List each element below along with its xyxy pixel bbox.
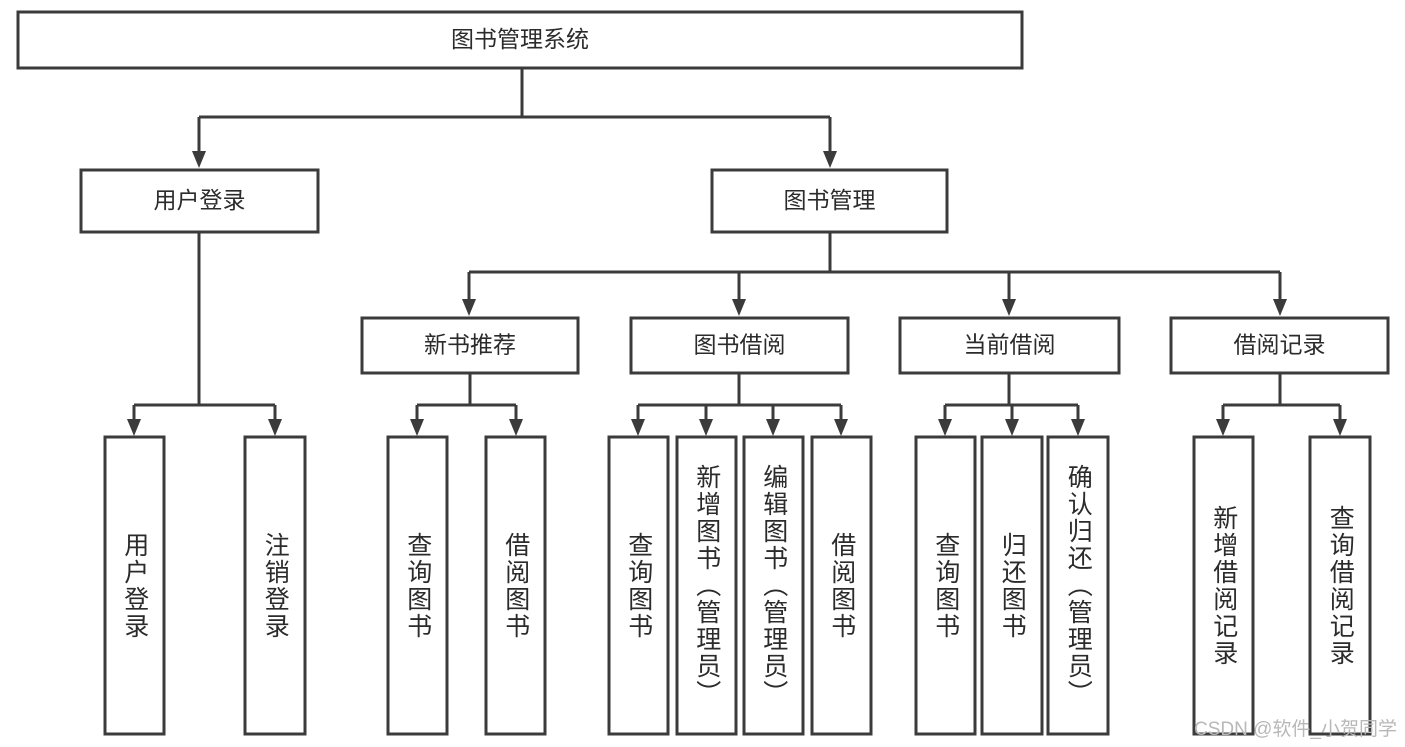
arrow-leaf-4-icon bbox=[509, 419, 523, 436]
watermark: CSDN @软件_小贺同学 bbox=[1194, 719, 1397, 740]
arrow-leaf-10-icon bbox=[1005, 419, 1019, 436]
arrow-to-user-login-icon bbox=[192, 151, 206, 168]
leaf-7-node-e7bc96e8be91e59bbee4b9a6efbc88e7aea1e79086e59198efbc89[interactable] bbox=[742, 435, 805, 736]
arrow-leaf-1-icon bbox=[127, 419, 141, 436]
leaf-11-node-e7a1aee8aea4e5bd92e8bf98efbc88e7aea1e79086e59198efbc89[interactable] bbox=[1046, 435, 1110, 736]
level3-node-e5809fe99885e8aeb0e5bd95-label: 借阅记录 bbox=[1234, 332, 1326, 358]
leaf-1-node-e794a8e688b7e799bbe5bd95[interactable] bbox=[103, 435, 166, 736]
leaf-13-node-e69fa5e8afa2e5809fe99885e8aeb0e5bd95[interactable] bbox=[1308, 435, 1372, 736]
leaf-8-node-e5809fe99885e59bbee4b9a6[interactable] bbox=[810, 435, 873, 736]
level3-node-e696b0e4b9a6e68ea8e88d90[interactable] bbox=[360, 316, 580, 375]
level3-node-e5bd93e5898de5809fe99885-label: 当前借阅 bbox=[964, 332, 1056, 358]
arrow-to-new-book-icon bbox=[462, 299, 476, 316]
leaf-5-node-e69fa5e8afa2e59bbee4b9a6[interactable] bbox=[607, 435, 670, 736]
arrow-leaf-7-icon bbox=[766, 419, 780, 436]
arrow-to-current-icon bbox=[1002, 299, 1016, 316]
arrow-leaf-8-icon bbox=[834, 419, 848, 436]
level3-node-e696b0e4b9a6e68ea8e88d90-label: 新书推荐 bbox=[424, 332, 516, 358]
leaf-4-node-e5809fe99885e59bbee4b9a6[interactable] bbox=[484, 435, 547, 736]
level3-node-e5bd93e5898de5809fe99885[interactable] bbox=[898, 316, 1121, 375]
leaf-12-node-e696b0e5a29ee5809fe99885e8aeb0e5bd95[interactable] bbox=[1192, 435, 1255, 736]
arrow-to-record-icon bbox=[1273, 299, 1287, 316]
level2-node-e794a8e688b7e799bbe5bd95[interactable] bbox=[79, 168, 320, 234]
arrow-leaf-2-icon bbox=[268, 419, 282, 436]
level2-node-e59bbee4b9a6e7aea1e79086-label: 图书管理 bbox=[784, 187, 876, 213]
node-e59bbee4b9a6e7aea1e79086e7b3bbe7bb9f-root[interactable] bbox=[16, 10, 1024, 70]
arrow-leaf-6-icon bbox=[699, 419, 713, 436]
arrow-leaf-13-icon bbox=[1333, 419, 1347, 436]
leaf-10-node-e5bd92e8bf98e59bbee4b9a6[interactable] bbox=[980, 435, 1044, 736]
arrow-leaf-3-icon bbox=[410, 419, 424, 436]
leaf-2-node-e6b3a8e99480e799bbe5bd95[interactable] bbox=[243, 435, 307, 736]
node-e59bbee4b9a6e7aea1e79086e7b3bbe7bb9f-root-label: 图书管理系统 bbox=[451, 26, 589, 52]
arrow-leaf-5-icon bbox=[631, 419, 645, 436]
leaf-6-node-e696b0e5a29ee59bbee4b9a6efbc88e7aea1e79086e59198efbc89[interactable] bbox=[675, 435, 738, 736]
arrow-leaf-11-icon bbox=[1071, 419, 1085, 436]
leaf-9-node-e69fa5e8afa2e59bbee4b9a6[interactable] bbox=[914, 435, 977, 736]
arrow-leaf-9-icon bbox=[938, 419, 952, 436]
level3-node-e59bbee4b9a6e5809fe99885-label: 图书借阅 bbox=[694, 332, 786, 358]
level2-node-e794a8e688b7e799bbe5bd95-label: 用户登录 bbox=[154, 187, 246, 213]
arrowhead-layer bbox=[127, 151, 1347, 436]
node-box-layer bbox=[16, 10, 1390, 736]
level2-node-e59bbee4b9a6e7aea1e79086[interactable] bbox=[710, 168, 949, 234]
arrow-to-book-manage-icon bbox=[823, 151, 837, 168]
level3-node-e5809fe99885e8aeb0e5bd95[interactable] bbox=[1169, 316, 1390, 375]
leaf-3-node-e69fa5e8afa2e59bbee4b9a6[interactable] bbox=[386, 435, 449, 736]
arrow-leaf-12-icon bbox=[1216, 419, 1230, 436]
level3-node-e59bbee4b9a6e5809fe99885[interactable] bbox=[629, 316, 850, 375]
arrow-to-borrow-icon bbox=[732, 299, 746, 316]
connector-layer bbox=[132, 68, 1342, 420]
